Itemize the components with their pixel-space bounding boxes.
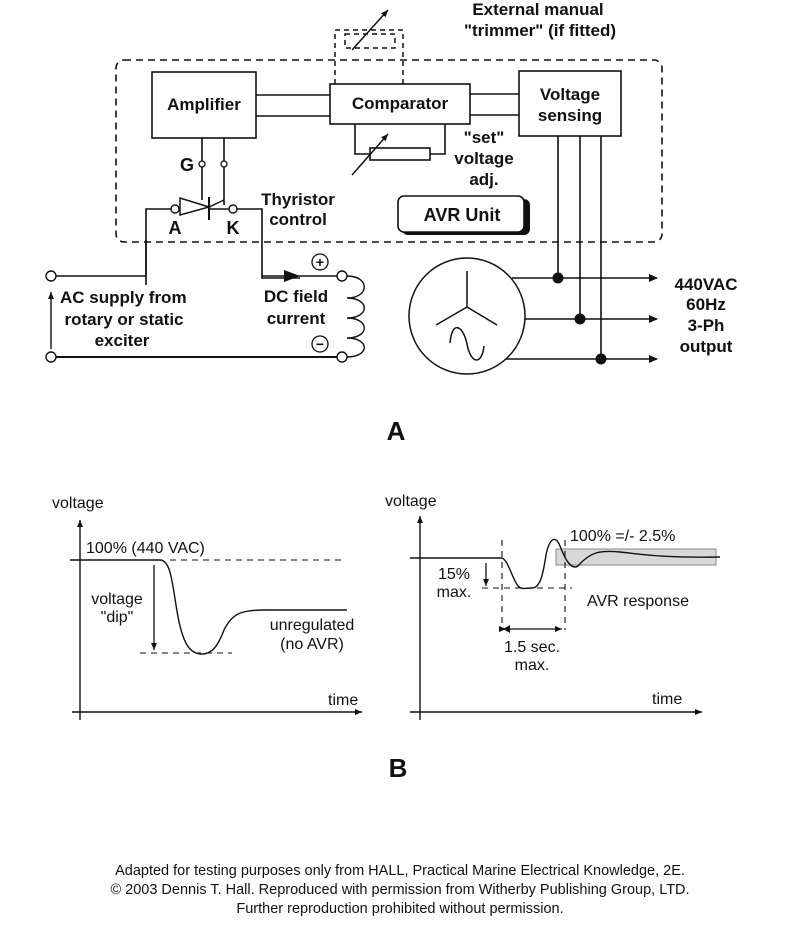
duration-label-2: max. bbox=[515, 657, 550, 674]
current-direction-arrow-icon bbox=[284, 270, 300, 282]
duration-label-1: 1.5 sec. bbox=[504, 639, 560, 656]
set-voltage-resistor bbox=[369, 147, 431, 161]
dc-field-label-2: current bbox=[267, 309, 326, 328]
voltage-sensing-block bbox=[518, 70, 622, 137]
footer-line-1: Adapted for testing purposes only from H… bbox=[115, 863, 685, 879]
left-ylabel: voltage bbox=[52, 495, 104, 512]
unregulated-curve bbox=[70, 559, 347, 655]
output-label-1: 440VAC bbox=[675, 275, 738, 294]
dip-label-2: "dip" bbox=[101, 609, 134, 626]
svg-text:−: − bbox=[316, 336, 324, 352]
caption-a: A bbox=[387, 416, 406, 446]
ac-supply-terminal-top bbox=[45, 270, 57, 282]
comparator-label: Comparator bbox=[352, 94, 449, 113]
set-voltage-label-2: voltage bbox=[454, 149, 514, 168]
voltage-sensing-label-2: sensing bbox=[538, 106, 602, 125]
output-label-4: output bbox=[680, 337, 733, 356]
dip-label-1: voltage bbox=[91, 591, 143, 608]
unregulated-label-2: (no AVR) bbox=[280, 636, 344, 653]
left-reference-label: 100% (440 VAC) bbox=[86, 540, 205, 557]
voltage-sensing-label-1: Voltage bbox=[540, 85, 600, 104]
avr-unit-label: AVR Unit bbox=[424, 205, 501, 225]
minus-icon bbox=[311, 335, 329, 353]
ac-supply-label-1: AC supply from bbox=[60, 288, 187, 307]
max-dip-label-1: 15% bbox=[438, 566, 470, 583]
thyristor-label-2: control bbox=[269, 210, 327, 229]
generator-icon bbox=[408, 257, 526, 375]
trimmer-label-1: External manual bbox=[472, 0, 603, 19]
ac-supply-terminal-bottom bbox=[45, 351, 57, 363]
ac-supply-label-2: rotary or static bbox=[64, 310, 183, 329]
amplifier-block bbox=[151, 71, 257, 139]
gate-label: G bbox=[180, 155, 194, 175]
footer-line-2: © 2003 Dennis T. Hall. Reproduced with p… bbox=[110, 882, 690, 898]
right-xlabel: time bbox=[652, 691, 682, 708]
comparator-block bbox=[329, 83, 471, 125]
cathode-label: K bbox=[227, 218, 240, 238]
circuit-diagram-a: External manual "trimmer" (if fitted) Am… bbox=[45, 0, 738, 446]
left-xlabel: time bbox=[328, 692, 358, 709]
adjustable-arrow-icon bbox=[351, 133, 389, 176]
dc-field-label-1: DC field bbox=[264, 287, 328, 306]
avr-response-curve bbox=[410, 538, 721, 590]
footer-line-3: Further reproduction prohibited without … bbox=[236, 901, 564, 917]
thyristor-label-1: Thyristor bbox=[261, 190, 335, 209]
max-dip-label-2: max. bbox=[437, 584, 472, 601]
trimmer-label-2: "trimmer" (if fitted) bbox=[464, 21, 616, 40]
unregulated-label-1: unregulated bbox=[270, 617, 355, 634]
ac-supply-label-3: exciter bbox=[95, 331, 150, 350]
field-coil-icon bbox=[346, 275, 365, 358]
avr-unit-badge bbox=[397, 195, 525, 233]
voltage-response-left: voltage time 100% (440 VAC) voltage "dip… bbox=[52, 495, 362, 720]
band-label: 100% =/- 2.5% bbox=[570, 528, 675, 545]
trimmer-dashed-box bbox=[334, 29, 404, 84]
trimmer-arrow-icon bbox=[351, 9, 389, 51]
amplifier-label: Amplifier bbox=[167, 95, 241, 114]
anode-label: A bbox=[169, 218, 182, 238]
avr-enclosure bbox=[115, 59, 663, 243]
avr-response-label: AVR response bbox=[587, 593, 689, 610]
copyright-footer: Adapted for testing purposes only from H… bbox=[0, 862, 800, 919]
voltage-response-right: voltage time 100% =/- 2.5% 15% max. 1.5 … bbox=[385, 493, 721, 720]
output-label-3: 3-Ph bbox=[688, 316, 725, 335]
plus-icon bbox=[311, 253, 329, 271]
set-voltage-label-1: "set" bbox=[464, 128, 505, 147]
svg-text:+: + bbox=[316, 254, 324, 270]
caption-b: B bbox=[389, 753, 408, 783]
output-label-2: 60Hz bbox=[686, 295, 726, 314]
set-voltage-label-3: adj. bbox=[469, 170, 498, 189]
right-ylabel: voltage bbox=[385, 493, 437, 510]
